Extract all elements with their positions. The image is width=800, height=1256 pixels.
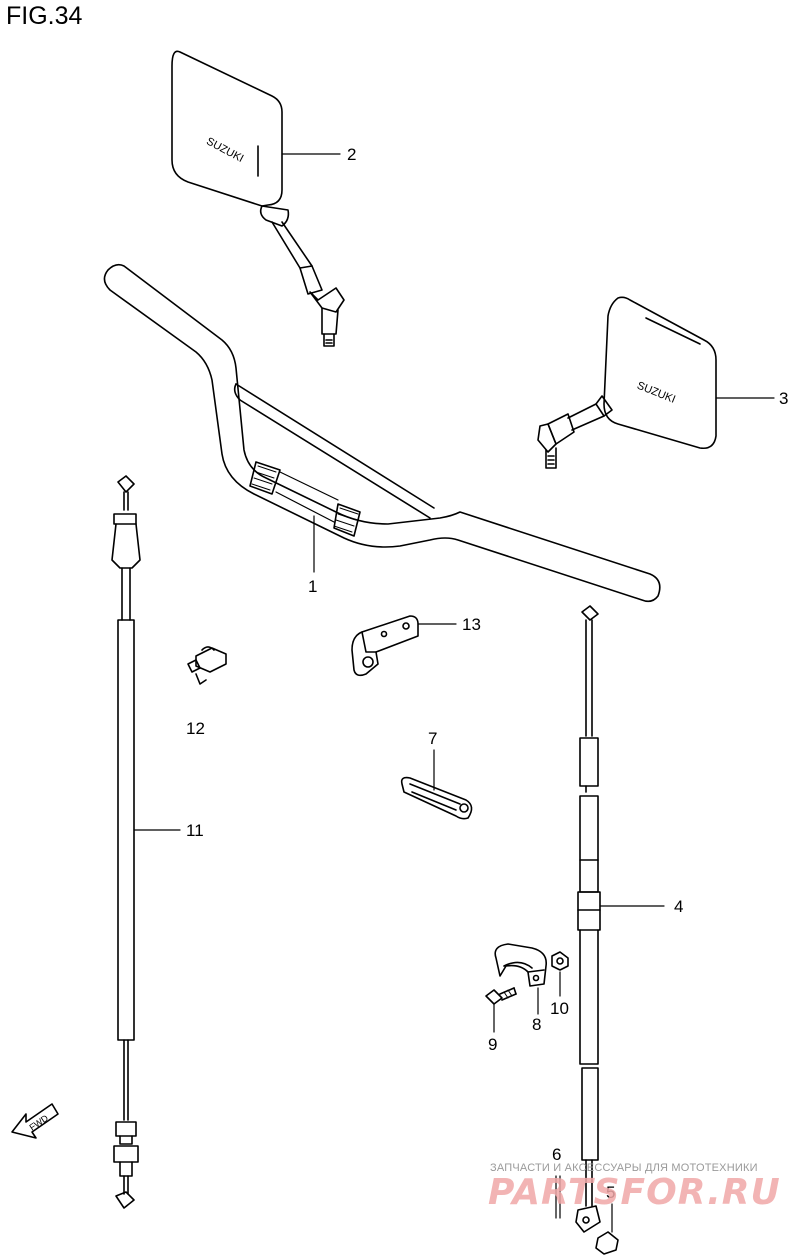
callout-2: 2	[347, 145, 357, 164]
callout-1: 1	[308, 577, 318, 596]
cable-guide	[400, 776, 473, 820]
pin	[555, 1175, 561, 1219]
mirror-left	[171, 50, 345, 347]
callout-4: 4	[674, 897, 684, 916]
callout-8: 8	[532, 1015, 542, 1034]
bolt-end	[595, 1231, 619, 1255]
callout-3: 3	[779, 389, 789, 408]
callout-7: 7	[428, 729, 438, 748]
cable-guide-bracket	[351, 615, 419, 677]
handlebar	[103, 263, 661, 603]
cable-clamp	[187, 646, 227, 685]
mirror-right	[537, 296, 717, 469]
callout-6: 6	[552, 1145, 562, 1164]
screw	[485, 987, 517, 1005]
nut	[551, 951, 569, 971]
callout-10: 10	[550, 999, 569, 1018]
cable-holder	[494, 943, 548, 987]
callout-12: 12	[186, 719, 205, 738]
callout-11: 11	[186, 821, 204, 840]
callout-5: 5	[606, 1183, 616, 1202]
forward-arrow-icon	[11, 1103, 59, 1139]
watermark-logo: PARTSFOR.RU	[488, 1172, 781, 1213]
callout-13: 13	[462, 615, 481, 634]
mirror-right-brand: SUZUKI	[635, 380, 677, 406]
cable-throttle	[111, 475, 141, 1209]
cable-clutch	[575, 605, 601, 1233]
callout-9: 9	[488, 1035, 498, 1054]
figure-title: FIG.34	[6, 2, 83, 30]
mirror-left-brand: SUZUKI	[204, 135, 245, 165]
watermark-subtitle: ЗАПЧАСТИ И АКСЕССУАРЫ ДЛЯ МОТОТЕХНИКИ	[490, 1162, 758, 1174]
forward-arrow-label: FWD	[27, 1113, 50, 1133]
